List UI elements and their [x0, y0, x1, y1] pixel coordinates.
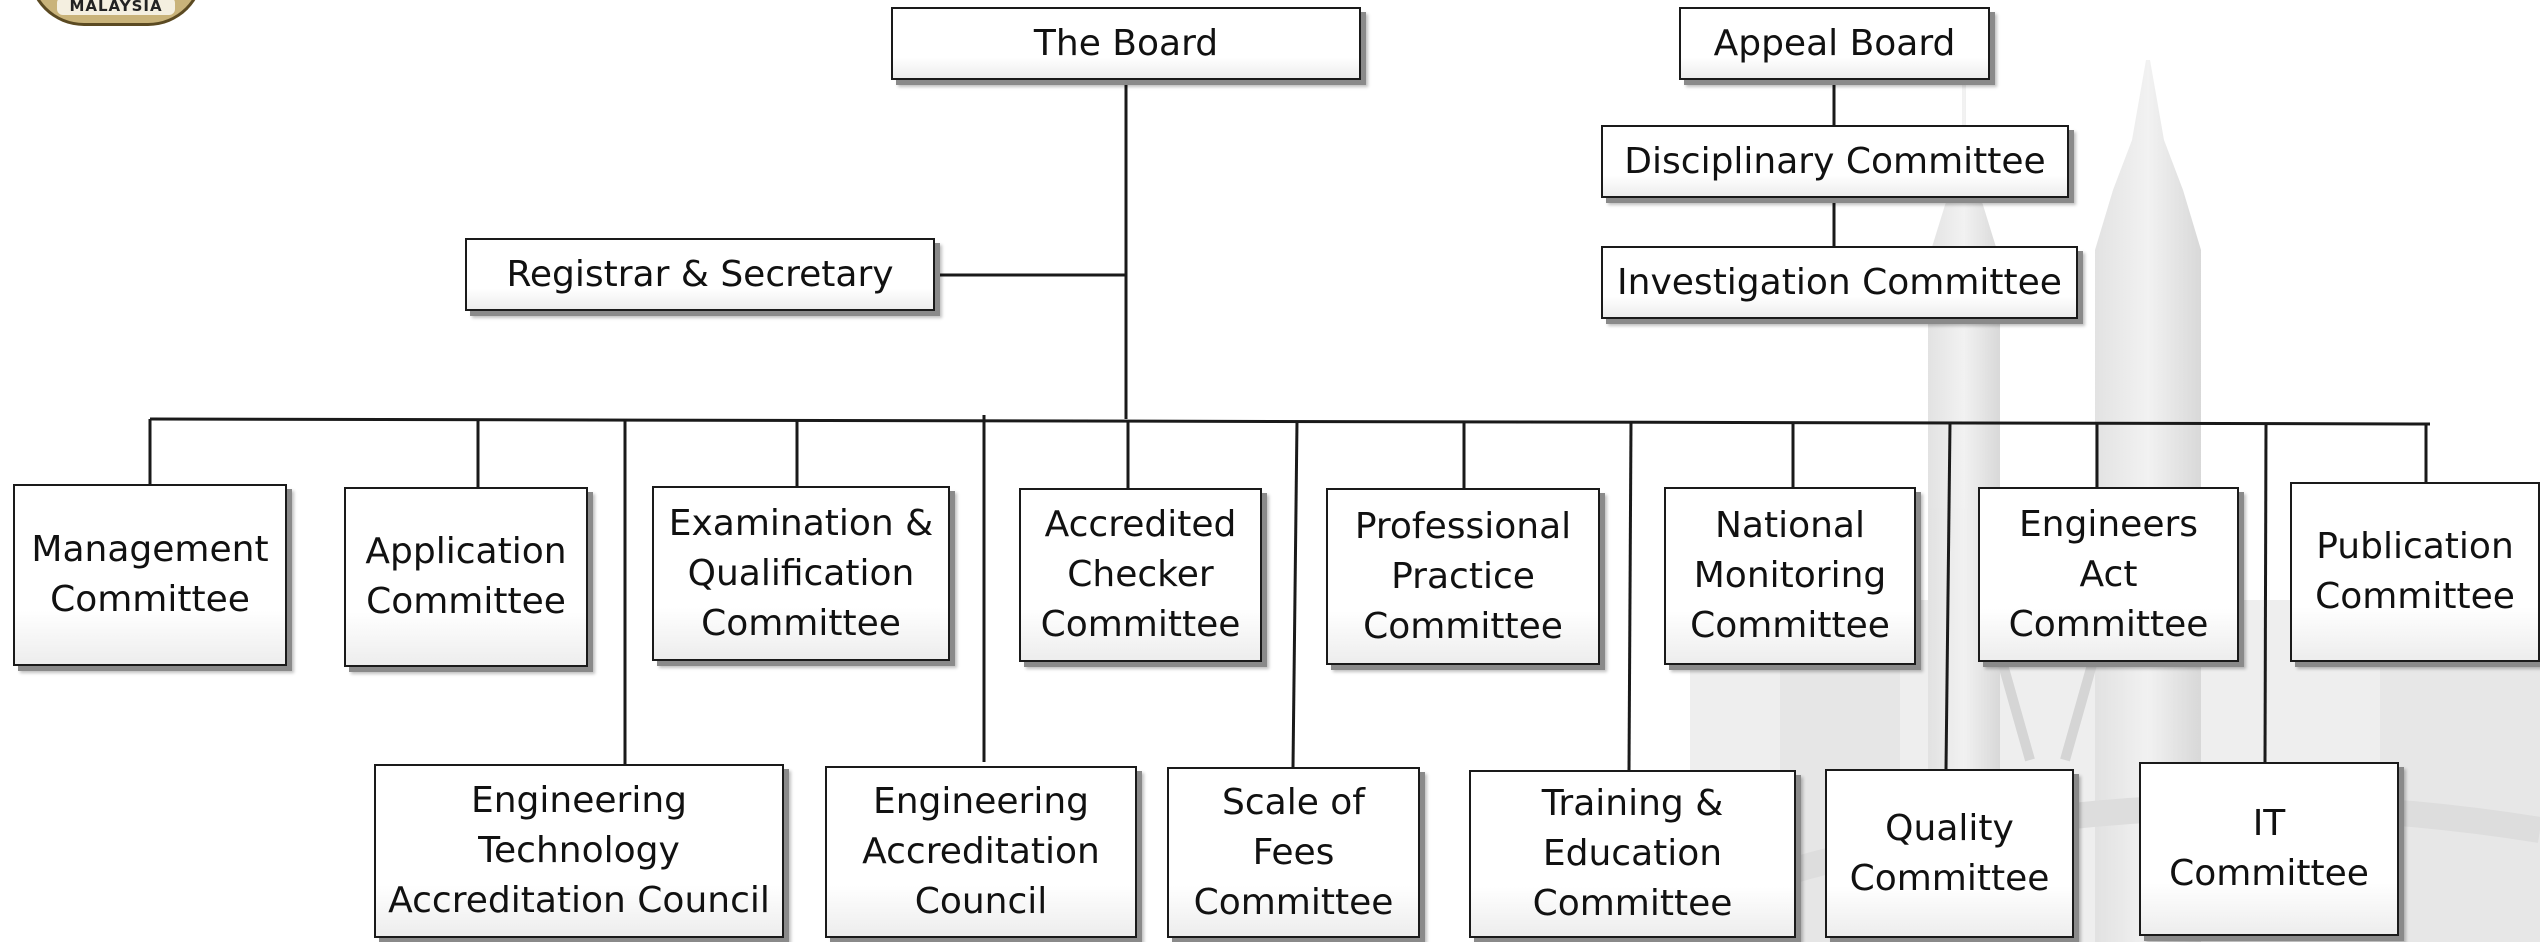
node-publication-committee: Publication Committee	[2290, 482, 2540, 662]
node-training-education-committee: Training & Education Committee	[1469, 770, 1796, 938]
node-the-board: The Board	[891, 7, 1361, 80]
node-application-committee: Application Committee	[344, 487, 588, 667]
node-management-committee: Management Committee	[13, 484, 287, 666]
node-accredited-checker-committee: Accredited Checker Committee	[1019, 488, 1262, 662]
connector-it	[2263, 422, 2268, 763]
node-investigation-committee: Investigation Committee	[1601, 246, 2078, 319]
node-quality-committee: Quality Committee	[1825, 769, 2074, 938]
node-registrar-secretary: Registrar & Secretary	[465, 238, 935, 311]
node-national-monitoring-committee: National Monitoring Committee	[1664, 487, 1916, 665]
node-engineers-act-committee: Engineers Act Committee	[1978, 487, 2239, 662]
node-appeal-board: Appeal Board	[1679, 7, 1990, 80]
connector-main-bus	[149, 417, 2431, 426]
node-engineering-accreditation-council: Engineering Accreditation Council	[825, 766, 1137, 938]
connector-scale-of-fees	[1291, 420, 1299, 768]
node-disciplinary-committee: Disciplinary Committee	[1601, 125, 2069, 198]
node-scale-of-fees-committee: Scale of Fees Committee	[1167, 767, 1420, 938]
node-it-committee: IT Committee	[2139, 762, 2399, 936]
node-professional-practice-committee: Professional Practice Committee	[1326, 488, 1600, 665]
node-engineering-technology-accreditation-council: Engineering Technology Accreditation Cou…	[374, 764, 784, 938]
connector-quality	[1944, 422, 1952, 770]
node-examination-qualification-committee: Examination & Qualification Committee	[652, 486, 950, 661]
connector-training-education	[1627, 421, 1633, 771]
logo-text: MALAYSIA	[57, 0, 175, 15]
